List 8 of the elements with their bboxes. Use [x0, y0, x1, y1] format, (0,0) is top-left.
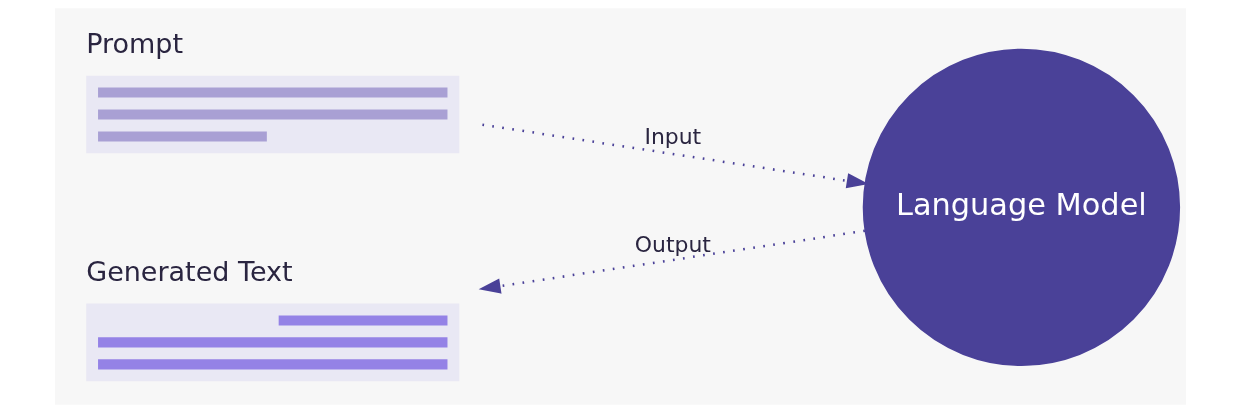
node-label: Generated Text — [85, 256, 293, 288]
node-circle: Language Model — [862, 48, 1180, 367]
arrow — [478, 229, 865, 294]
edge-label: Output — [634, 231, 711, 257]
node-label: Prompt — [85, 28, 183, 60]
node-box — [85, 75, 459, 154]
node-box — [85, 303, 459, 382]
edge-label: Input — [643, 123, 701, 149]
